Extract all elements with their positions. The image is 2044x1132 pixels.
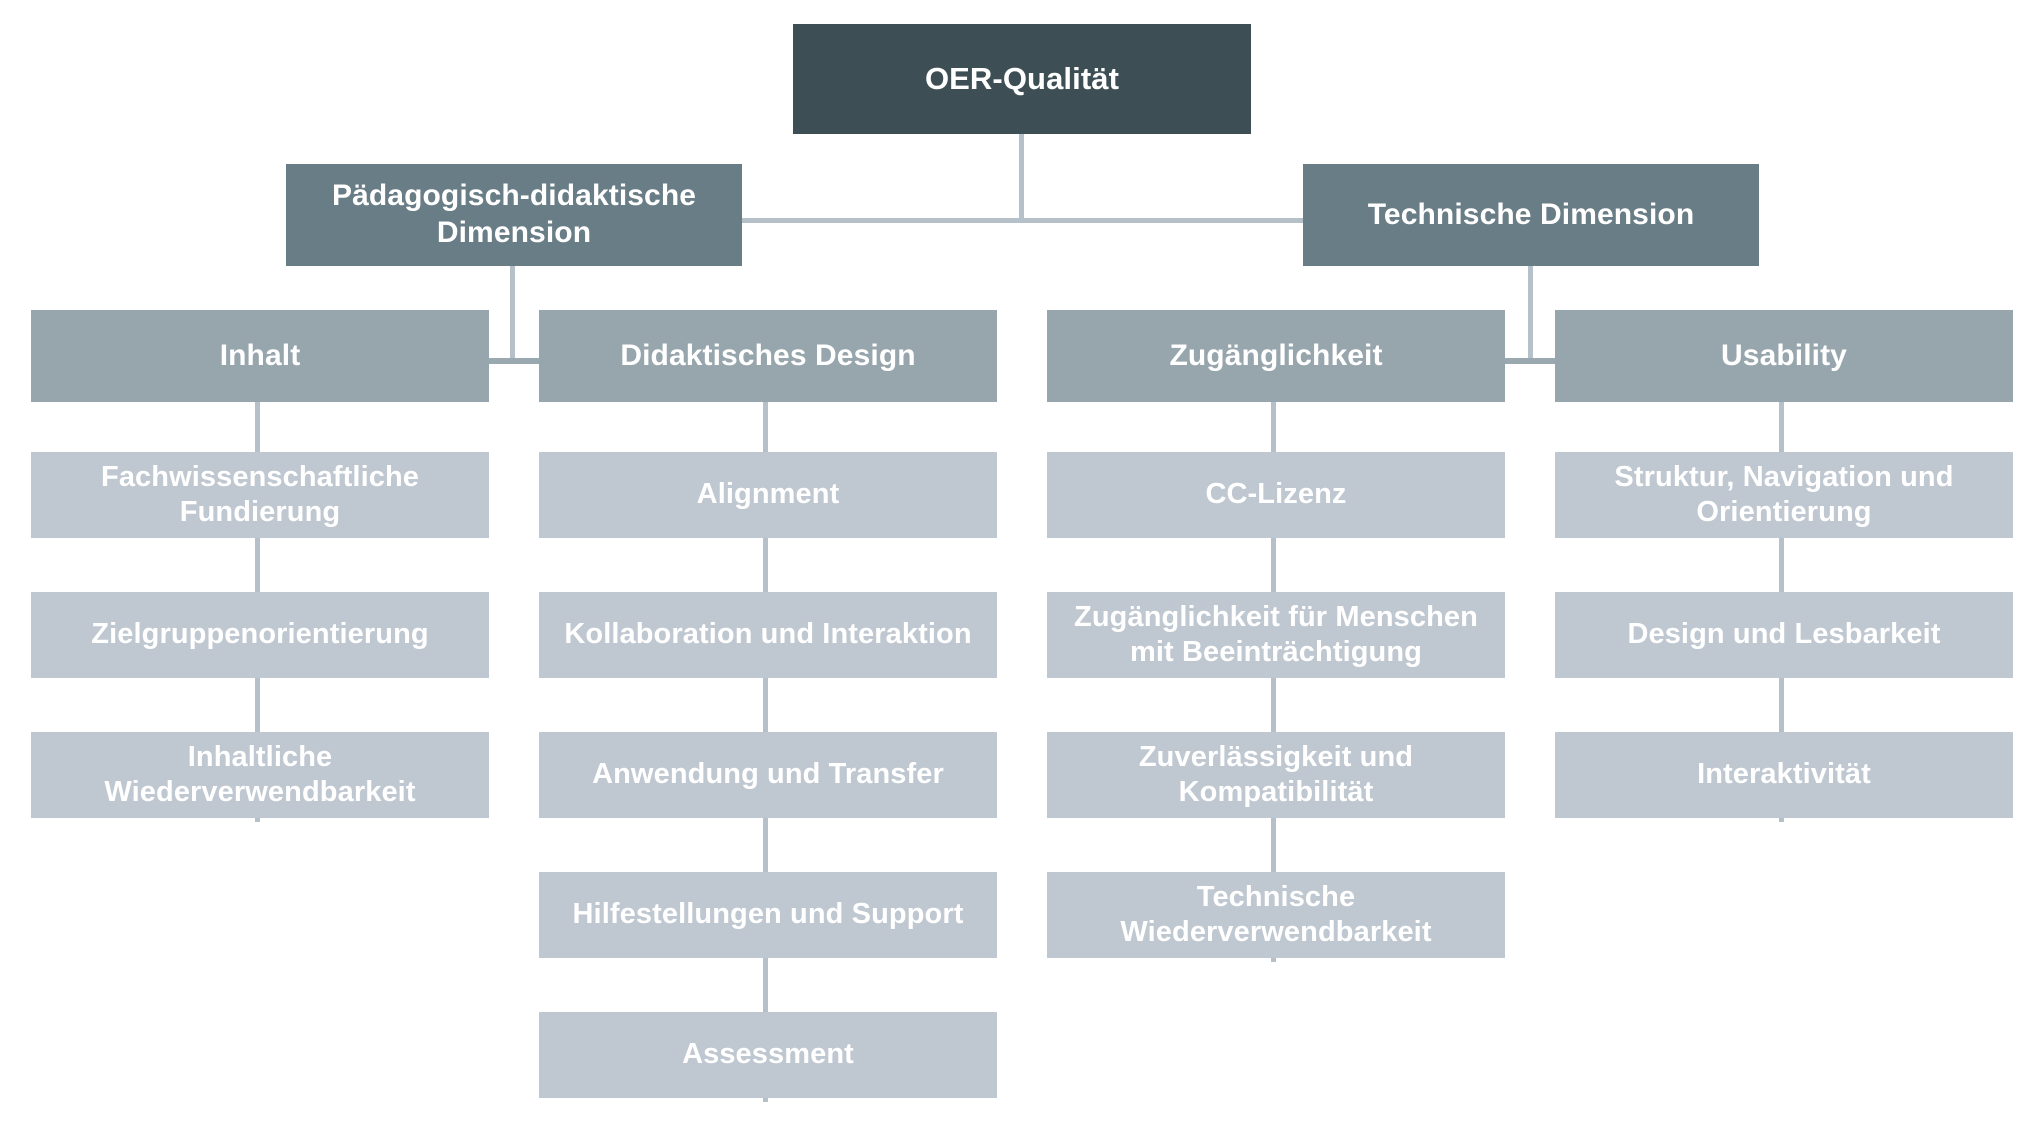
node-leaf-alignment[interactable]: Alignment [539,452,997,538]
connector-right-category-spine [1494,358,1573,364]
node-leaf-kollaboration-und-interaktion[interactable]: Kollaboration und Interaktion [539,592,997,678]
node-label: Fachwissenschaftliche Fundierung [101,460,419,528]
node-label: Interaktivität [1697,758,1871,791]
node-label: Zugänglichkeit [1169,338,1383,372]
connector-right-dimension-stem [1528,266,1533,362]
node-leaf-inhaltliche-wiederverwendbarkeit[interactable]: Inhaltliche Wiederverwendbarkeit [31,732,489,818]
node-label: Anwendung und Transfer [592,758,944,791]
node-leaf-anwendung-und-transfer[interactable]: Anwendung und Transfer [539,732,997,818]
node-label: Kollaboration und Interaktion [564,618,972,651]
node-label: Inhalt [219,338,301,372]
connector-root-stem [1019,134,1024,220]
node-leaf-zugaenglichkeit-fuer-menschen-mit-beeintraechtigung[interactable]: Zugänglichkeit für Menschen mit Beeinträ… [1047,592,1505,678]
node-leaf-cc-lizenz[interactable]: CC-Lizenz [1047,452,1505,538]
node-category-inhalt[interactable]: Inhalt [31,310,489,402]
node-leaf-interaktivitaet[interactable]: Interaktivität [1555,732,2013,818]
connector-left-dimension-stem [510,266,515,362]
node-label: Hilfestellungen und Support [572,898,964,931]
connector-dimension-spine [735,218,1310,223]
node-label: Zuverlässigkeit und Kompatibilität [1138,740,1414,808]
node-category-usability[interactable]: Usability [1555,310,2013,402]
connector-left-category-spine [473,358,552,364]
node-label: Pädagogisch-didaktische Dimension [331,179,697,249]
node-leaf-technische-wiederverwendbarkeit[interactable]: Technische Wiederverwendbarkeit [1047,872,1505,958]
node-label: Inhaltliche Wiederverwendbarkeit [104,740,416,808]
node-label: Alignment [696,478,840,511]
node-paedagogisch-didaktische-dimension[interactable]: Pädagogisch-didaktische Dimension [286,164,742,266]
node-label: Technische Dimension [1367,197,1695,231]
node-leaf-zielgruppenorientierung[interactable]: Zielgruppenorientierung [31,592,489,678]
node-label: Zielgruppenorientierung [91,618,429,651]
node-leaf-assessment[interactable]: Assessment [539,1012,997,1098]
node-leaf-hilfestellungen-und-support[interactable]: Hilfestellungen und Support [539,872,997,958]
node-oer-qualitaet[interactable]: OER-Qualität [793,24,1251,134]
node-category-didaktisches-design[interactable]: Didaktisches Design [539,310,997,402]
node-leaf-zuverlaessigkeit-und-kompatibilitaet[interactable]: Zuverlässigkeit und Kompatibilität [1047,732,1505,818]
node-label: Design und Lesbarkeit [1627,618,1941,651]
node-category-zugaenglichkeit[interactable]: Zugänglichkeit [1047,310,1505,402]
connector-col3-chain [1271,402,1276,962]
node-leaf-fachwissenschaftliche-fundierung[interactable]: Fachwissenschaftliche Fundierung [31,452,489,538]
node-leaf-struktur-navigation-und-orientierung[interactable]: Struktur, Navigation und Orientierung [1555,452,2013,538]
node-label: Technische Wiederverwendbarkeit [1120,880,1432,948]
node-technische-dimension[interactable]: Technische Dimension [1303,164,1759,266]
node-label: Assessment [682,1038,854,1071]
node-label: OER-Qualität [924,61,1120,97]
node-label: Zugänglichkeit für Menschen mit Beeinträ… [1074,600,1478,668]
node-label: CC-Lizenz [1205,478,1347,511]
node-label: Usability [1721,338,1847,372]
node-leaf-design-und-lesbarkeit[interactable]: Design und Lesbarkeit [1555,592,2013,678]
node-label: Didaktisches Design [620,338,916,372]
node-label: Struktur, Navigation und Orientierung [1614,460,1954,528]
